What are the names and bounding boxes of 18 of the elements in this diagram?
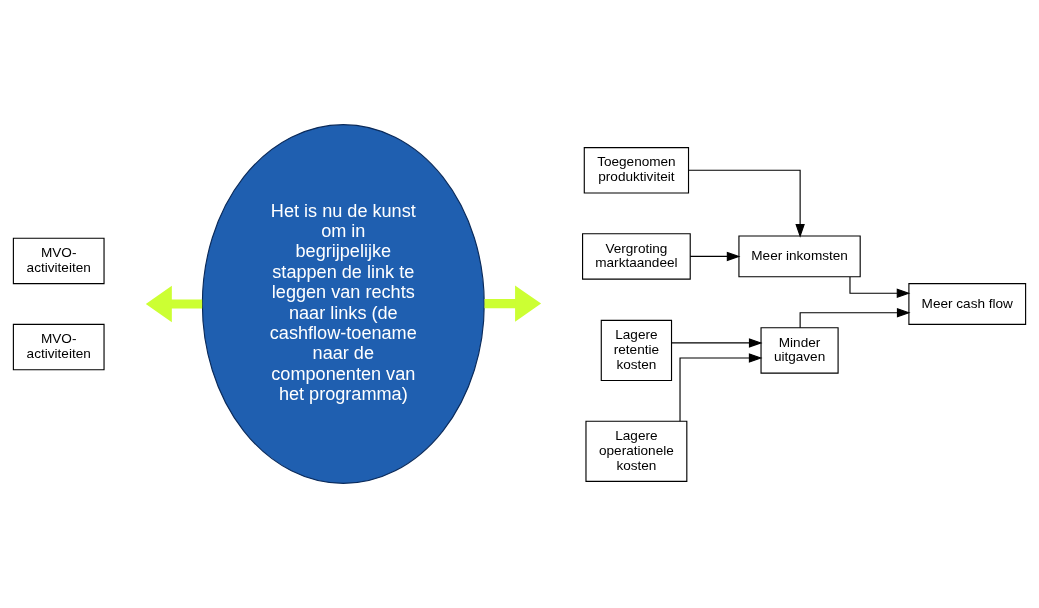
- node-box: Minder uitgaven: [760, 327, 839, 374]
- node-box: Meer cash flow: [908, 283, 1027, 325]
- arrow: [849, 276, 911, 298]
- node-box: MVO-activiteiten: [12, 237, 105, 285]
- arrow: [671, 338, 763, 348]
- node-box: Meer inkomsten: [738, 235, 861, 278]
- node-ellipse: Het is nu de kunst om in begrijpelijke stappen de link te leggen van rechts naar links (de cashflow-toename naar de componenten van het programma): [201, 124, 485, 484]
- arrow: [145, 285, 203, 323]
- node-box: Vergroting marktaandeel: [582, 233, 691, 280]
- arrow: [689, 251, 741, 262]
- node-box: MVO-activiteiten: [12, 323, 105, 371]
- node-box: Lagere retentie kosten: [600, 319, 673, 382]
- node-box: Lagere operationele kosten: [585, 420, 688, 482]
- arrow: [688, 169, 805, 238]
- arrow: [679, 353, 763, 422]
- arrow: [799, 308, 911, 329]
- arrow: [484, 285, 542, 322]
- node-box: Toegenomen produktiviteit: [583, 147, 690, 194]
